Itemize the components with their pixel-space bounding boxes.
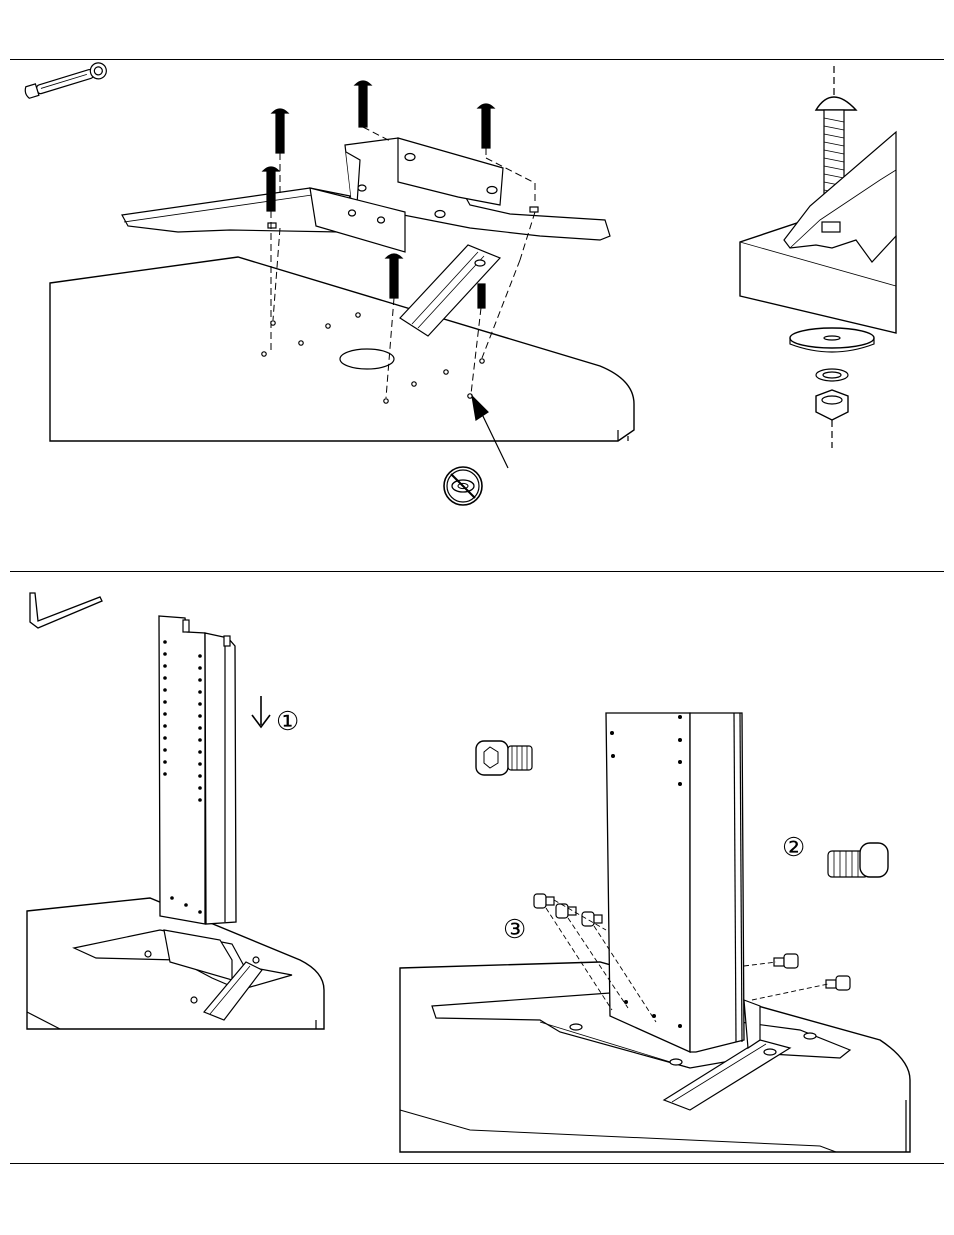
wrench-icon [23, 61, 108, 101]
column-left [159, 616, 236, 924]
bolt-6 [478, 284, 485, 308]
bottom-divider [10, 1163, 944, 1164]
desk-surface [50, 257, 634, 441]
socket-bolt-large-2 [828, 843, 888, 877]
bolt-2 [355, 81, 371, 127]
step-marker-2: ② [782, 835, 805, 861]
bolt-s4 [774, 954, 798, 968]
bolt-1 [272, 109, 288, 153]
socket-bolt-large-1 [476, 741, 532, 775]
arrow-down-icon [252, 696, 270, 727]
bolt-3 [478, 104, 494, 148]
bolt-5 [386, 254, 402, 298]
step-marker-1: ① [276, 709, 299, 735]
bolt-s2 [556, 904, 576, 918]
bolt-s3 [582, 912, 602, 926]
hex-key-icon [30, 593, 102, 628]
bolt-s1 [534, 894, 554, 908]
no-lock-washer-icon [444, 467, 482, 505]
column-mount-diagram [0, 572, 954, 1162]
base-plate-assembly-diagram [0, 0, 954, 570]
column-right [606, 713, 760, 1052]
bolt-detail-view [740, 66, 896, 448]
step-marker-3: ③ [503, 917, 526, 943]
bolt-s5 [826, 976, 850, 990]
